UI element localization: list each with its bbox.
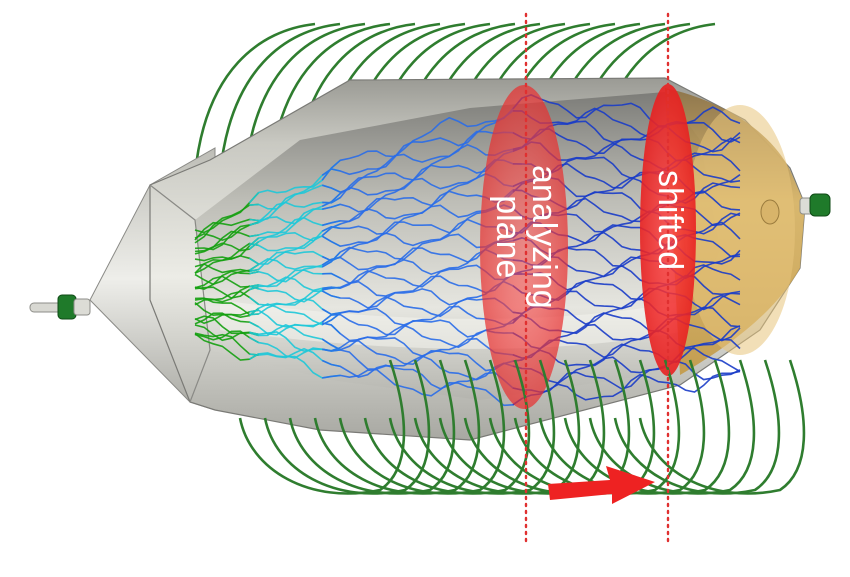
field-line <box>194 312 259 328</box>
field-line <box>512 347 741 384</box>
coil-arc-front <box>538 359 706 495</box>
field-line <box>194 218 259 241</box>
coil-arc-front <box>288 359 456 495</box>
field-line <box>194 192 260 234</box>
field-line <box>321 110 523 176</box>
coil-arc-front <box>613 359 781 495</box>
analyzing-plane-ellipse <box>480 85 568 409</box>
field-line <box>194 242 259 275</box>
analyzing-plane-label: analyzing plane <box>489 165 563 309</box>
field-line <box>194 332 260 361</box>
field-line <box>194 263 260 286</box>
field-line <box>194 309 259 325</box>
field-line <box>512 94 741 127</box>
coil-arc-front <box>263 359 431 495</box>
field-line <box>194 290 260 306</box>
field-line <box>194 297 259 316</box>
shifted-plane-label: shifted <box>651 170 689 271</box>
field-line <box>512 370 741 406</box>
field-line <box>321 130 523 193</box>
field-line <box>194 324 259 342</box>
port-nozzle <box>760 199 780 225</box>
coil-arc-front <box>313 359 481 495</box>
field-line <box>194 255 260 274</box>
coil-arc-back <box>193 22 316 176</box>
field-line <box>194 330 259 344</box>
vessel-highlight <box>220 300 690 349</box>
field-line <box>194 332 259 356</box>
shift-arrow-icon <box>548 466 655 504</box>
field-line <box>194 241 260 253</box>
field-line <box>322 368 523 407</box>
flange-right-icon <box>799 193 831 217</box>
field-line <box>194 221 259 251</box>
coil-arc-front <box>388 359 556 495</box>
field-line <box>194 285 259 299</box>
coil-arc-front <box>638 359 806 495</box>
coil-arc-front <box>238 359 406 495</box>
field-line <box>321 359 523 391</box>
field-line <box>322 339 523 372</box>
coil-arc-back <box>218 22 341 176</box>
coil-arc-front <box>363 359 531 495</box>
coil-arc-front <box>338 359 506 495</box>
flange-left-icon <box>29 294 91 320</box>
coil-arc-front <box>588 359 756 495</box>
field-line <box>321 97 523 181</box>
coil-arc-front <box>563 359 731 495</box>
field-line <box>512 360 741 393</box>
coil-arc-front <box>513 359 681 495</box>
